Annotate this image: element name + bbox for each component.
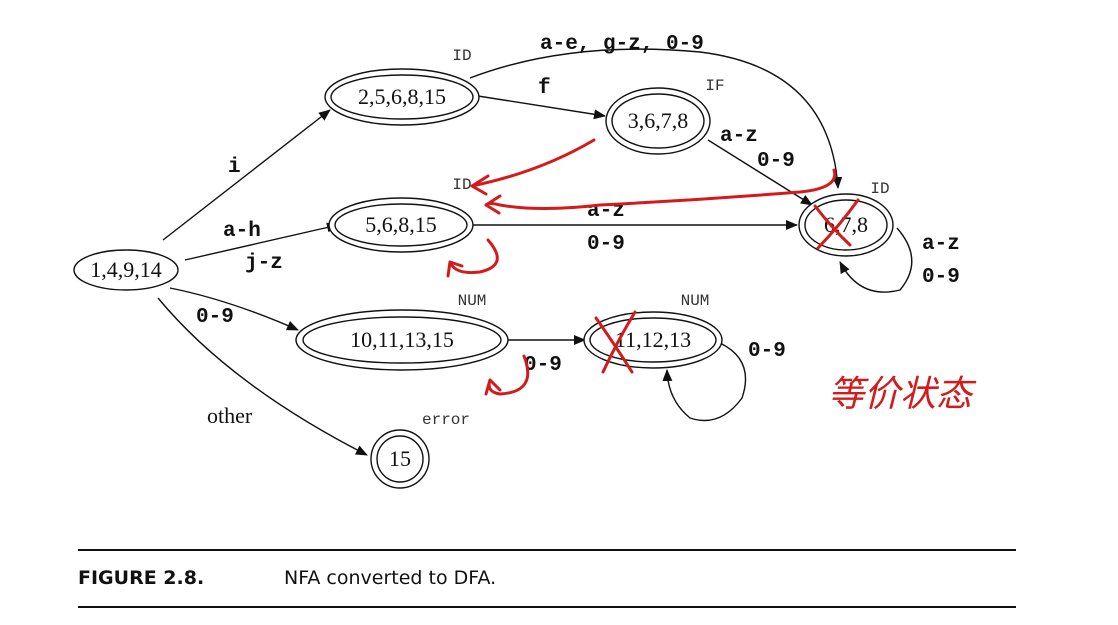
state-id-b-kind: ID xyxy=(452,176,471,194)
edge-id-c-loop xyxy=(839,227,913,293)
edge-label-top-range: a-e, g-z, 0-9 xyxy=(540,33,704,56)
caption-bottom-rule xyxy=(78,606,1016,608)
state-id-b: 5,6,8,15 ID xyxy=(328,176,474,253)
state-error-label: 15 xyxy=(389,446,411,471)
edge-label-num-0-9: 0-9 xyxy=(524,354,562,377)
edge-start-to-error xyxy=(157,297,368,456)
state-if: 3,6,7,8 IF xyxy=(605,77,725,155)
state-num-a-kind: NUM xyxy=(458,292,487,310)
edge-label-if-a-z: a-z xyxy=(720,125,758,148)
figure-number: FIGURE 2.8. xyxy=(78,567,205,589)
state-if-kind: IF xyxy=(705,77,724,95)
edges xyxy=(157,48,913,456)
edge-label-loop-0-9: 0-9 xyxy=(922,266,960,289)
state-id-c-kind: ID xyxy=(870,180,889,198)
edge-label-other: other xyxy=(207,403,253,428)
ink-arrow-if-to-id-b xyxy=(470,138,596,196)
state-start-label: 1,4,9,14 xyxy=(90,257,162,282)
ink-hook-num-a xyxy=(484,354,530,396)
edge-label-j-z: j-z xyxy=(245,252,283,275)
figure-caption: FIGURE 2.8. NFA converted to DFA. xyxy=(78,567,496,589)
edge-label-num-loop-0-9: 0-9 xyxy=(748,340,786,363)
state-num-a: 10,11,13,15 NUM xyxy=(295,292,509,371)
state-id-a: 2,5,6,8,15 ID xyxy=(324,47,480,126)
edge-start-to-id-b xyxy=(184,222,339,261)
edge-start-to-num-a xyxy=(169,287,299,331)
state-id-a-label: 2,5,6,8,15 xyxy=(358,84,446,109)
state-error: 15 error xyxy=(370,411,470,489)
ink-arrow-id-c-to-id-b xyxy=(484,168,837,215)
edge-id-a-to-id-c xyxy=(469,48,843,189)
edge-if-to-id-c xyxy=(707,139,813,206)
ink-cross-id-c xyxy=(813,198,860,250)
state-num-b-kind: NUM xyxy=(681,292,710,310)
edge-label-mid-0-9: 0-9 xyxy=(587,233,625,256)
edge-label-start-0-9: 0-9 xyxy=(196,306,234,329)
state-error-kind: error xyxy=(422,411,470,429)
state-num-b: 11,12,13 NUM xyxy=(583,292,723,369)
handwritten-annotations: 等价状态 xyxy=(446,138,977,415)
ink-hook-id-b xyxy=(446,238,499,278)
caption-top-rule xyxy=(78,549,1016,551)
edge-label-loop-a-z: a-z xyxy=(922,233,960,256)
edge-label-if-0-9: 0-9 xyxy=(757,150,795,173)
state-id-a-kind: ID xyxy=(452,47,471,65)
edge-start-to-id-a xyxy=(162,109,331,241)
edge-label-i: i xyxy=(228,156,241,179)
edge-label-a-h: a-h xyxy=(223,220,261,243)
edge-id-a-to-if xyxy=(477,95,606,120)
edge-num-b-loop xyxy=(662,342,747,422)
state-start: 1,4,9,14 xyxy=(73,249,179,291)
edge-label-f: f xyxy=(538,77,551,100)
state-num-a-label: 10,11,13,15 xyxy=(350,327,454,352)
state-id-b-label: 5,6,8,15 xyxy=(365,212,437,237)
state-num-b-label: 11,12,13 xyxy=(615,327,691,352)
ink-cross-num-b xyxy=(594,310,637,374)
handwritten-note: 等价状态 xyxy=(828,374,977,415)
edge-labels: i a-h j-z 0-9 other f a-e, g-z, 0-9 a-z … xyxy=(196,33,960,428)
figure-caption-text: NFA converted to DFA. xyxy=(284,567,497,589)
state-if-label: 3,6,7,8 xyxy=(628,108,689,133)
